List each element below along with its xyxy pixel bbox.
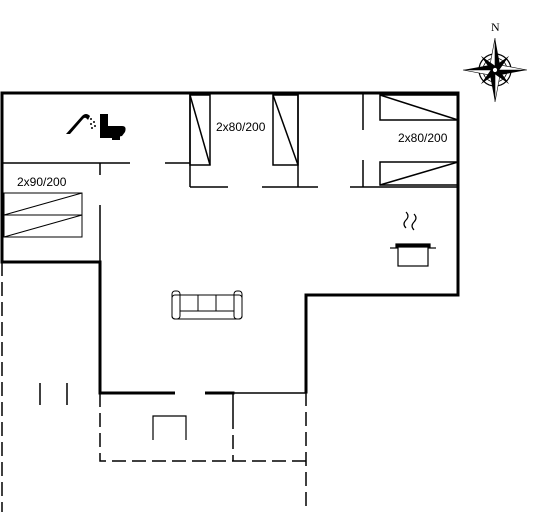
bathroom xyxy=(66,114,126,140)
compass-rose-icon xyxy=(462,37,528,103)
bedroom-left: 2x90/200 xyxy=(3,175,83,238)
cooking-pot-icon xyxy=(390,211,436,267)
compass: N xyxy=(462,20,528,103)
bed-size-label-middle: 2x80/200 xyxy=(216,120,266,134)
bed-icon-left xyxy=(3,192,83,238)
outer-walls xyxy=(0,91,460,395)
toilet-icon xyxy=(100,114,126,140)
shower-icon xyxy=(66,114,96,134)
sofa-icon xyxy=(171,290,243,320)
garden-chair-icon xyxy=(39,383,68,405)
fireplace-icon xyxy=(152,415,187,440)
interior-walls xyxy=(2,93,459,415)
terrace-outline xyxy=(1,262,307,512)
compass-north-label: N xyxy=(491,20,500,34)
bed-size-label-left: 2x90/200 xyxy=(17,175,67,189)
bed-size-label-right: 2x80/200 xyxy=(398,131,448,145)
